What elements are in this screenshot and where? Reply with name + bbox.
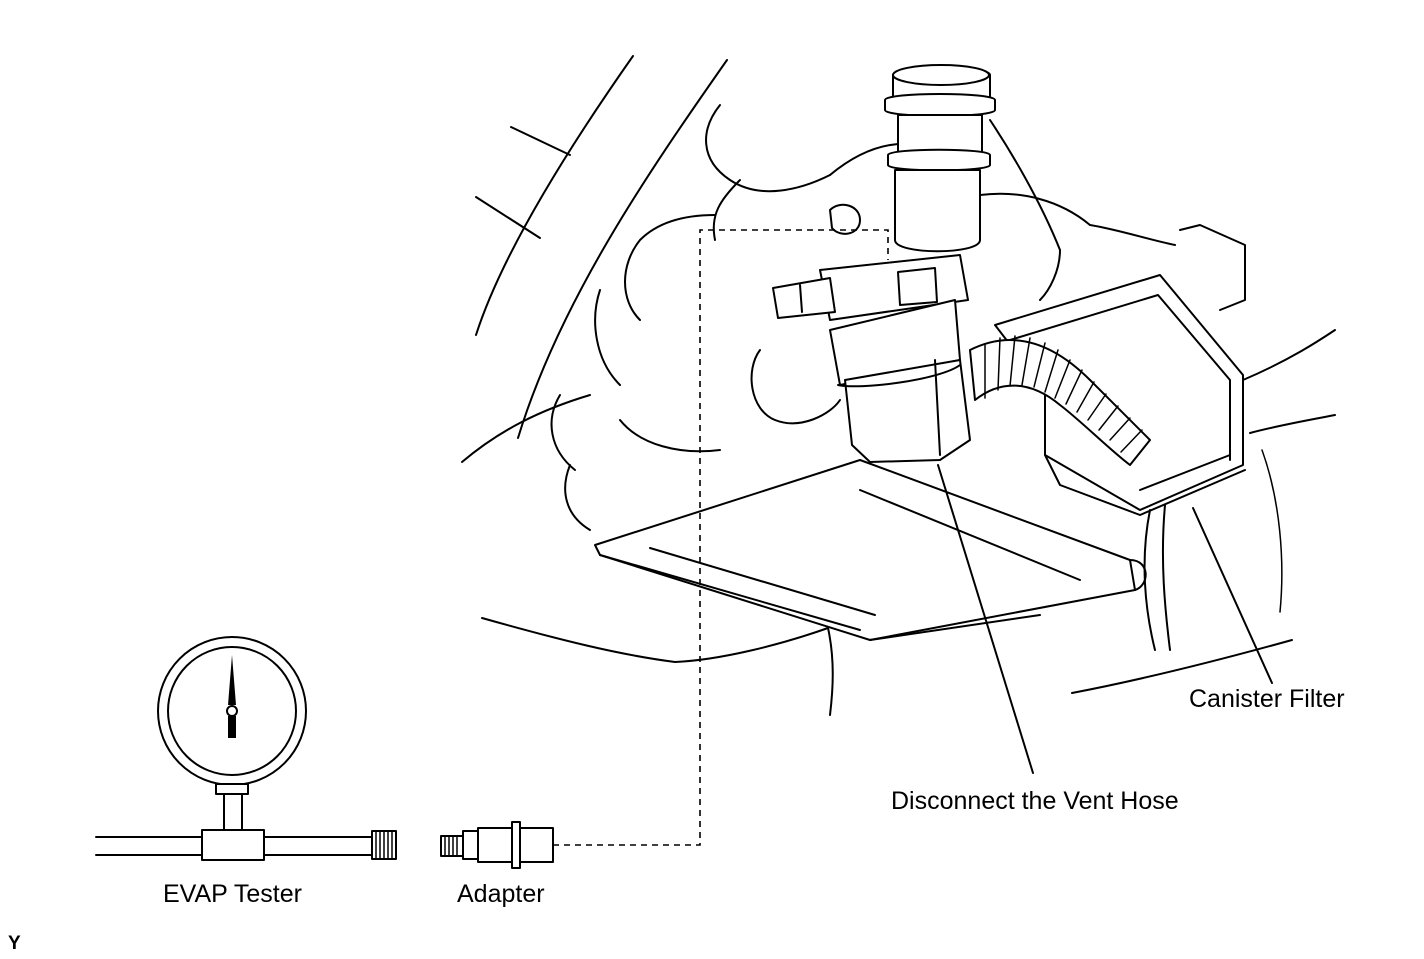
adapter xyxy=(440,821,554,869)
evap-tester xyxy=(95,636,397,861)
leader-lines xyxy=(937,464,1273,774)
upper-pipe xyxy=(884,64,996,253)
tank-tray xyxy=(594,459,1147,641)
vent-hose-label: Disconnect the Vent Hose xyxy=(891,787,1179,815)
quick-connector xyxy=(772,254,971,463)
evap-tester-label: EVAP Tester xyxy=(163,880,302,908)
adapter-label: Adapter xyxy=(457,880,545,908)
tank-body xyxy=(550,104,1246,531)
vehicle-body-outline xyxy=(461,55,1336,716)
figure-code: Y xyxy=(8,933,21,954)
canister-filter xyxy=(994,274,1246,651)
canister-filter-label: Canister Filter xyxy=(1189,685,1345,713)
dashed-connection-line xyxy=(553,229,889,846)
vent-hose xyxy=(969,335,1151,466)
